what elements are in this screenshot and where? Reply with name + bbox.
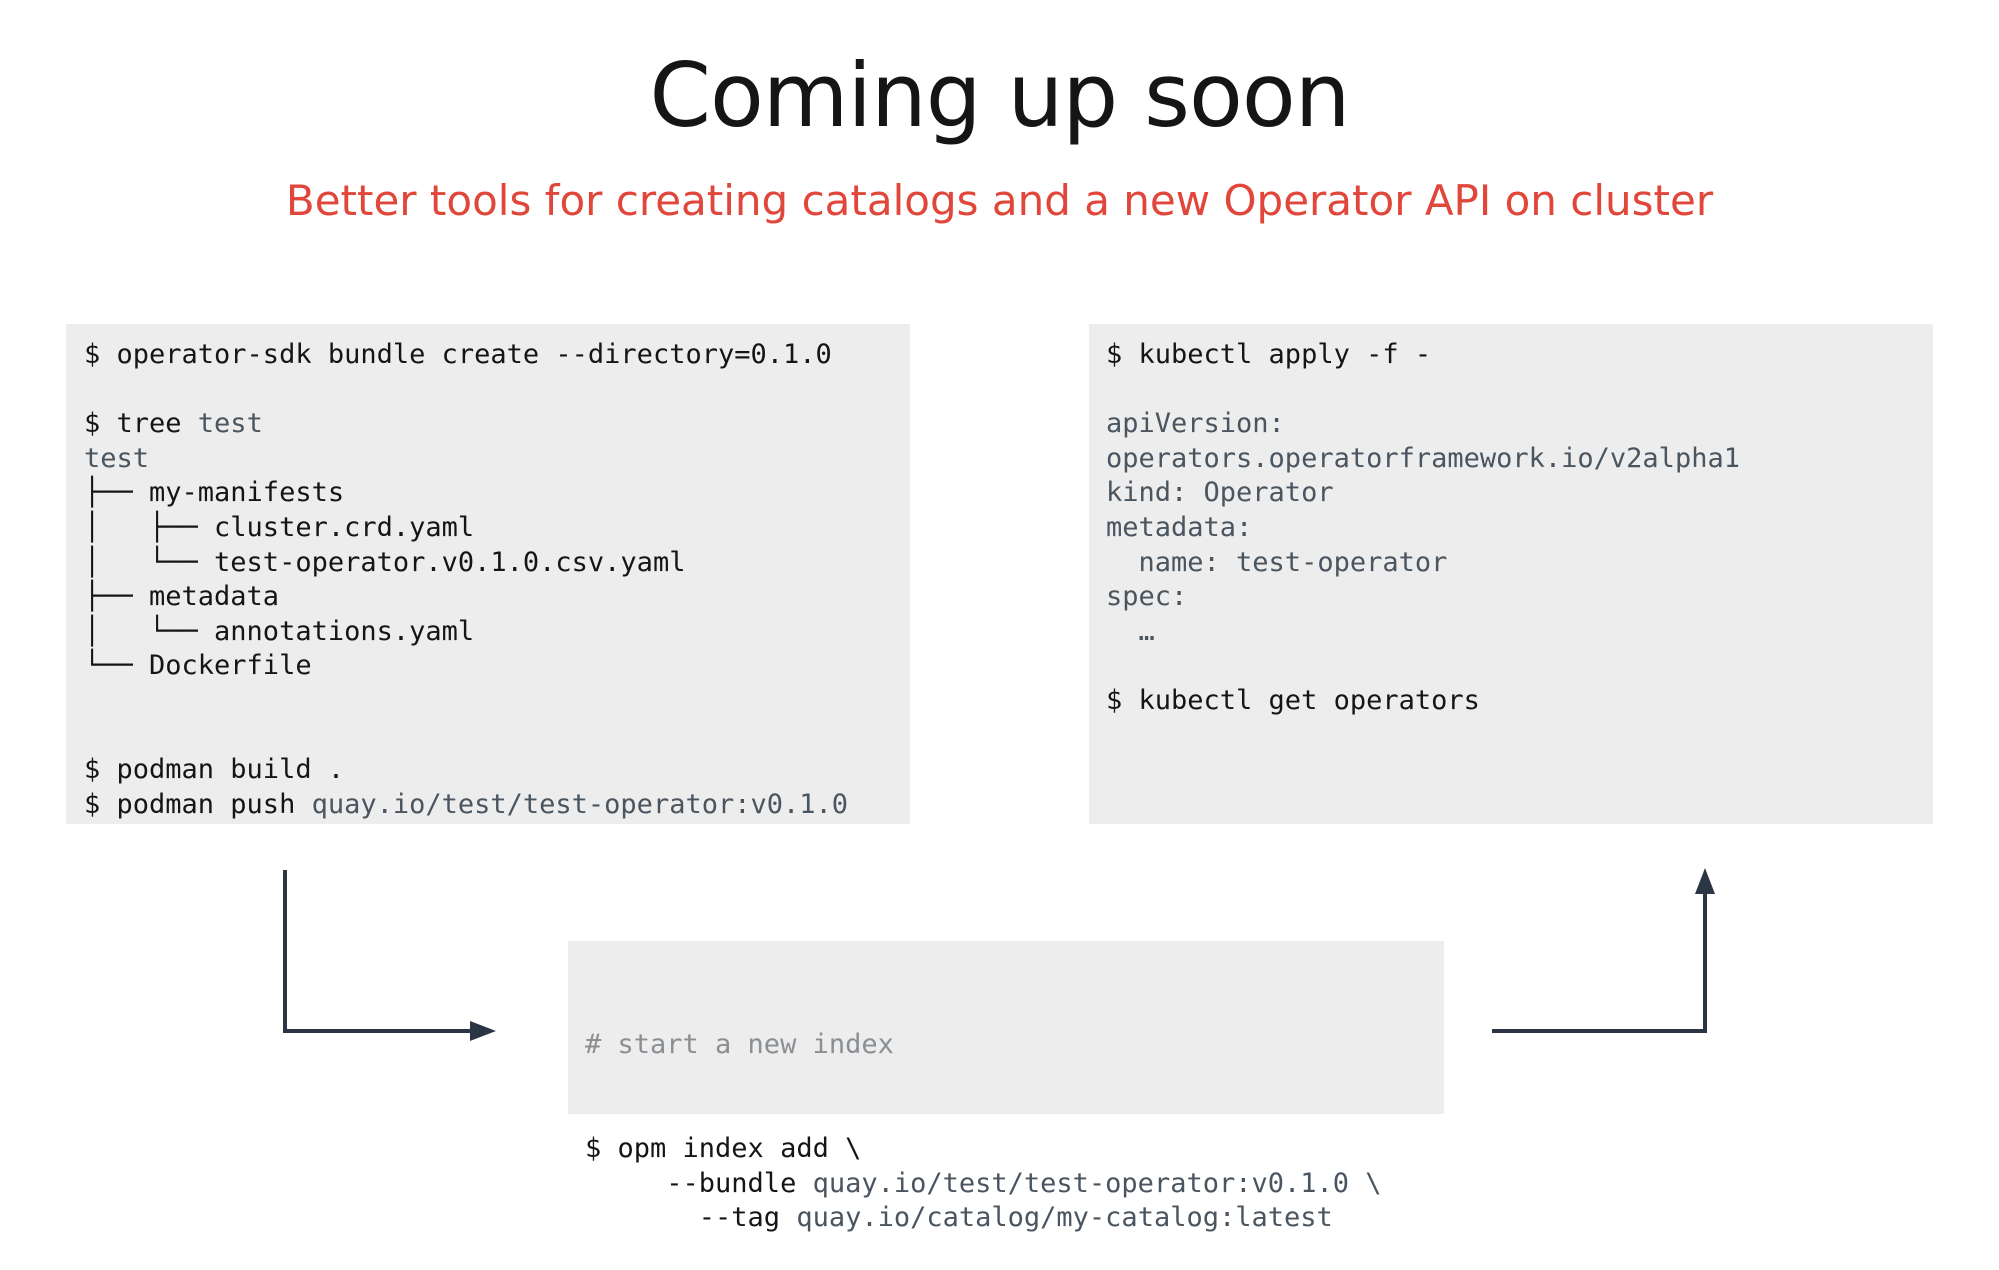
- opm-comment: # start a new index: [585, 1029, 894, 1061]
- page-subtitle: Better tools for creating catalogs and a…: [285, 176, 1714, 225]
- code-argument: operators.operatorframework.io/v2alpha1: [1106, 442, 1740, 474]
- code-line: …: [1106, 615, 1933, 650]
- code-line: └── Dockerfile: [84, 649, 910, 684]
- code-line: name: test-operator: [1106, 546, 1933, 581]
- code-line: ├── my-manifests: [84, 476, 910, 511]
- arrow-opm-to-kubectl: [1492, 868, 1715, 1033]
- code-command: $ tree: [84, 408, 198, 440]
- kubectl-code-block: $ kubectl apply -f - apiVersion:operators…: [1089, 324, 1933, 824]
- code-line: $ kubectl apply -f -: [1106, 338, 1933, 373]
- code-line: test: [84, 442, 910, 477]
- flow-arrows: [283, 868, 1715, 1041]
- code-command: │ └── test-operator.v0.1.0.csv.yaml: [84, 546, 686, 578]
- arrow-bundle-to-opm: [283, 870, 496, 1041]
- code-argument: quay.io/catalog/my-catalog:latest: [796, 1202, 1333, 1234]
- code-command: │ └── annotations.yaml: [84, 615, 475, 647]
- code-line: $ podman push quay.io/test/test-operator…: [84, 788, 910, 823]
- code-argument: apiVersion:: [1106, 408, 1285, 440]
- code-command: $ operator-sdk bundle create --directory…: [84, 339, 832, 370]
- code-argument: spec:: [1106, 581, 1188, 613]
- code-line: $ kubectl get operators: [1106, 684, 1933, 719]
- code-line: ├── metadata: [84, 580, 910, 615]
- code-command: $ kubectl get operators: [1106, 684, 1480, 716]
- code-command: $ podman push: [84, 788, 312, 820]
- code-command: ├── metadata: [84, 581, 280, 613]
- code-argument: test: [197, 408, 263, 440]
- code-command: $ podman build .: [84, 754, 345, 786]
- code-command: │ ├── cluster.crd.yaml: [84, 511, 475, 543]
- code-line: metadata:: [1106, 511, 1933, 546]
- code-line: $ tree test: [84, 407, 910, 442]
- code-line: $ opm index add \: [585, 1132, 1444, 1167]
- code-command: --tag: [585, 1202, 797, 1234]
- code-line: │ └── annotations.yaml: [84, 615, 910, 650]
- code-line: kind: Operator: [1106, 476, 1933, 511]
- code-argument: metadata:: [1106, 511, 1253, 543]
- bundle-code-block: $ operator-sdk bundle create --directory…: [66, 324, 910, 824]
- code-line: operators.operatorframework.io/v2alpha1: [1106, 442, 1933, 477]
- code-command: ├── my-manifests: [84, 477, 345, 509]
- code-line: $ operator-sdk bundle create --directory…: [84, 338, 910, 373]
- code-command: $ opm index add \: [585, 1132, 862, 1164]
- code-line: --tag quay.io/catalog/my-catalog:latest: [585, 1201, 1444, 1236]
- page-title: Coming up soon: [649, 44, 1351, 147]
- code-line: spec:: [1106, 580, 1933, 615]
- code-line: apiVersion:: [1106, 407, 1933, 442]
- code-line: │ └── test-operator.v0.1.0.csv.yaml: [84, 546, 910, 581]
- code-command: └── Dockerfile: [84, 650, 312, 682]
- code-line: $ podman build .: [84, 753, 910, 788]
- code-argument: test: [84, 442, 150, 474]
- code-argument: name: test-operator: [1106, 546, 1448, 578]
- code-line: │ ├── cluster.crd.yaml: [84, 511, 910, 546]
- code-command: $ kubectl apply -f -: [1106, 339, 1432, 370]
- code-argument: kind: Operator: [1106, 477, 1334, 509]
- code-argument: quay.io/test/test-operator:v0.1.0: [311, 788, 849, 820]
- code-argument: …: [1106, 615, 1155, 647]
